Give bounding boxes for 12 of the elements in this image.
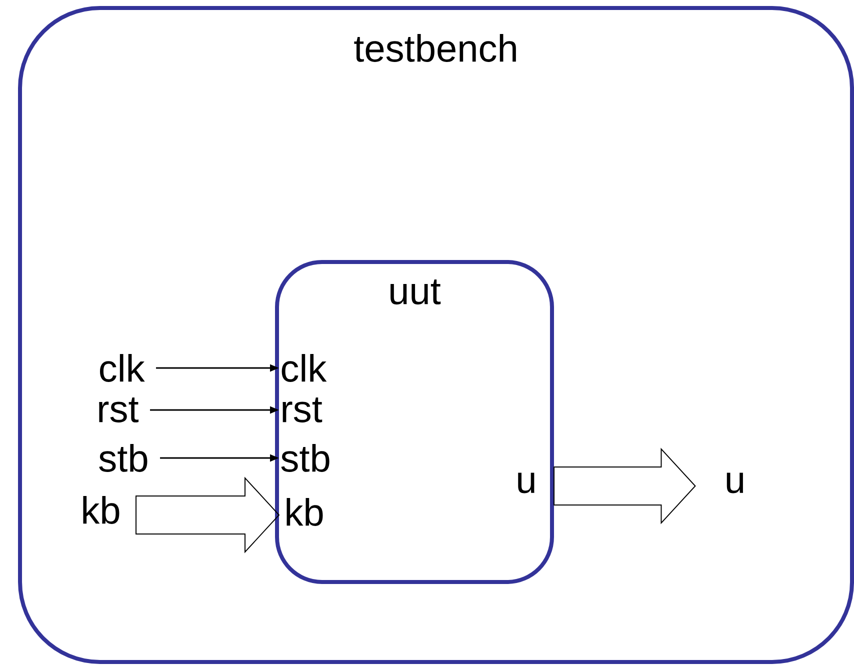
port-label: clk: [282, 354, 327, 382]
block-arrow: [136, 476, 280, 554]
signal-label: stb: [99, 444, 148, 472]
port-label: kb: [286, 498, 323, 526]
port-label: rst: [282, 398, 322, 422]
port-label: stb: [281, 444, 330, 472]
signal-label: rst: [99, 398, 139, 422]
signal-label: clk: [100, 354, 145, 382]
signal-label: u: [726, 472, 744, 494]
block-arrow: [554, 448, 696, 524]
signal-label: kb: [83, 496, 120, 524]
port-label: u: [518, 472, 534, 494]
